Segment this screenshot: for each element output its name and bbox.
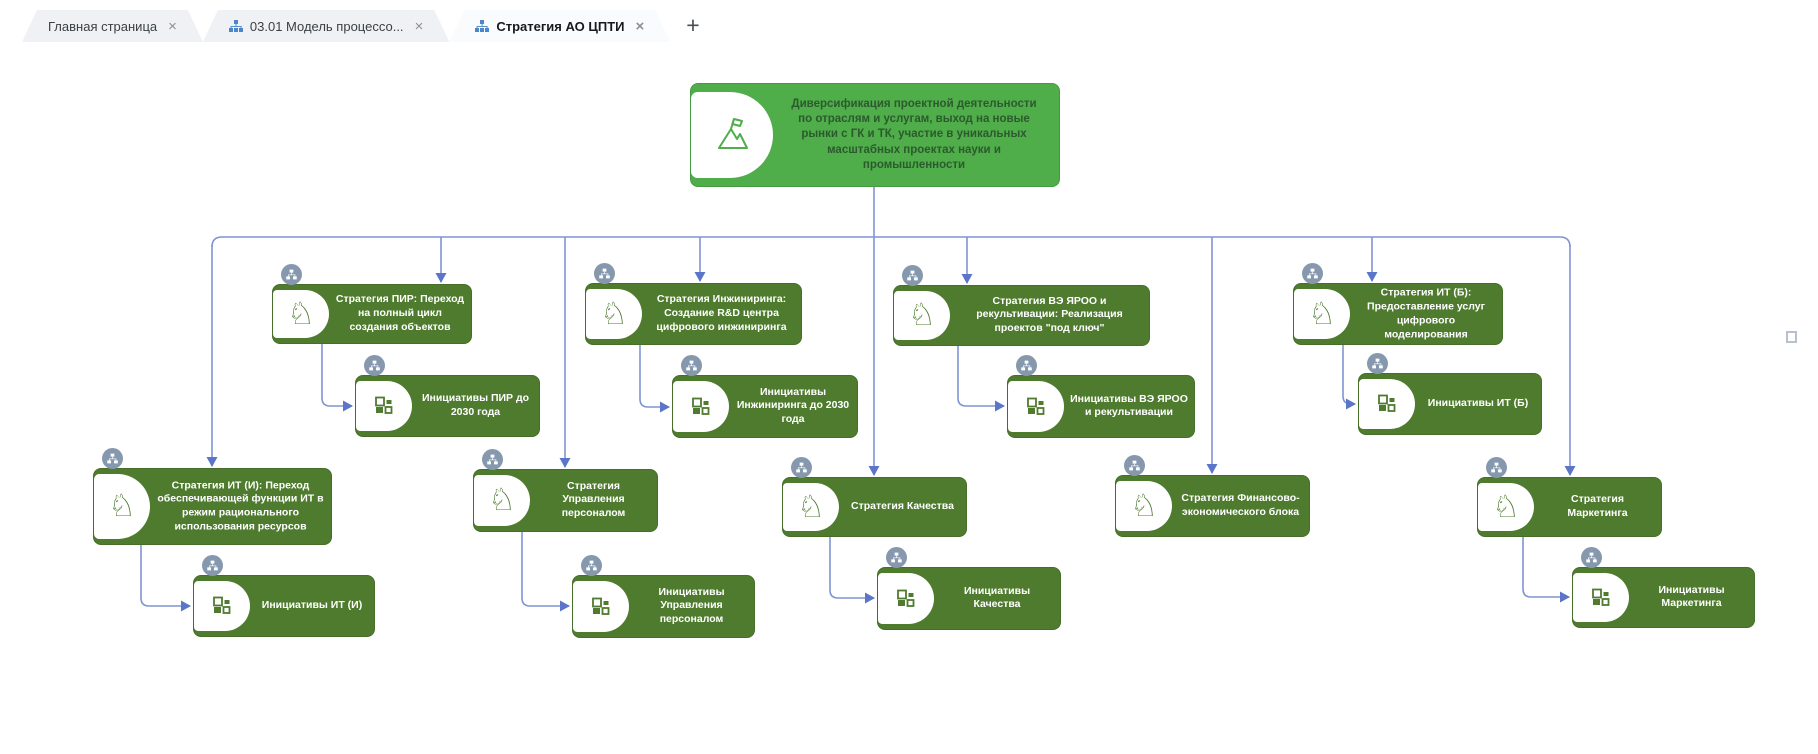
node-initiative-marketing[interactable]: Инициативы Маркетинга (1572, 547, 1755, 628)
node-initiative-hr[interactable]: Инициативы Управления персоналом (572, 555, 755, 638)
subdiagram-badge[interactable] (791, 457, 812, 478)
node-strategy-it-b[interactable]: ♘ Стратегия ИТ (Б): Предоставление услуг… (1293, 263, 1503, 345)
node-label: Стратегия Качества (851, 500, 954, 513)
node-label: Стратегия Финансово-экономического блока (1181, 492, 1300, 518)
chess-knight-icon: ♘ (1116, 481, 1172, 531)
subdiagram-badge[interactable] (581, 555, 602, 576)
node-label: Стратегия ИТ (И): Переход обеспечивающей… (157, 478, 324, 533)
subdiagram-badge[interactable] (482, 449, 503, 470)
chess-knight-icon: ♘ (94, 474, 150, 539)
tab-process-model[interactable]: 03.01 Модель процессо... × (203, 10, 449, 42)
node-label: Стратегия Инжиниринга: Создание R&D цент… (656, 293, 787, 333)
node-goal-diversification[interactable]: Диверсификация проектной деятельности по… (690, 83, 1060, 187)
node-initiative-quality[interactable]: Инициативы Качества (877, 547, 1061, 630)
subdiagram-badge[interactable] (1581, 547, 1602, 568)
org-diagram-icon (229, 20, 243, 33)
node-label: Инициативы Качества (963, 584, 1031, 611)
chess-knight-icon: ♘ (586, 289, 642, 339)
initiative-blocks-icon (356, 381, 412, 431)
node-label: Инициативы ВЭ ЯРОО и рекультивации (1070, 392, 1188, 419)
node-initiative-it-b[interactable]: Инициативы ИТ (Б) (1358, 353, 1542, 435)
initiative-blocks-icon (573, 581, 629, 632)
tab-bar: Главная страница × 03.01 Модель процессо… (0, 0, 1818, 42)
subdiagram-badge[interactable] (681, 355, 702, 376)
node-label: Стратегия Маркетинга (1567, 493, 1628, 519)
node-strategy-finance[interactable]: ♘ Стратегия Финансово-экономического бло… (1115, 455, 1310, 537)
close-icon[interactable]: × (635, 17, 645, 35)
node-label: Стратегия ИТ (Б): Предоставление услуг ц… (1367, 286, 1485, 340)
org-diagram-icon (475, 20, 489, 33)
subdiagram-badge[interactable] (202, 555, 223, 576)
chess-knight-icon: ♘ (273, 290, 329, 338)
node-strategy-marketing[interactable]: ♘ Стратегия Маркетинга (1477, 457, 1662, 537)
subdiagram-badge[interactable] (1124, 455, 1145, 476)
subdiagram-badge[interactable] (102, 448, 123, 469)
node-label: Инициативы ПИР до 2030 года (421, 392, 530, 418)
mountain-flag-icon (691, 92, 773, 178)
tab-home[interactable]: Главная страница × (22, 10, 203, 42)
subdiagram-badge[interactable] (886, 547, 907, 568)
chess-knight-icon: ♘ (1294, 289, 1350, 339)
chess-knight-icon: ♘ (474, 475, 530, 526)
node-strategy-quality[interactable]: ♘ Стратегия Качества (782, 457, 967, 537)
chess-knight-icon: ♘ (894, 291, 950, 340)
node-label: Инициативы Маркетинга (1658, 583, 1725, 610)
close-icon[interactable]: × (168, 17, 177, 35)
node-strategy-ve-yaroo[interactable]: ♘ Стратегия ВЭ ЯРОО и рекультивации: Реа… (893, 265, 1150, 346)
subdiagram-badge[interactable] (1016, 355, 1037, 376)
node-label: Стратегия ПИР: Переход на полный цикл со… (335, 293, 465, 333)
node-initiative-it-i[interactable]: Инициативы ИТ (И) (193, 555, 375, 637)
tab-strategy-active[interactable]: Стратегия АО ЦПТИ × (449, 10, 670, 42)
node-initiative-ve-yaroo[interactable]: Инициативы ВЭ ЯРОО и рекультивации (1007, 355, 1195, 438)
new-tab-button[interactable]: + (686, 12, 700, 38)
clipped-shape-artifact (1786, 331, 1797, 343)
node-label: Стратегия Управления персоналом (561, 479, 626, 520)
node-strategy-it-i[interactable]: ♘ Стратегия ИТ (И): Переход обеспечивающ… (93, 448, 332, 545)
tab-label: 03.01 Модель процессо... (249, 18, 404, 34)
node-label: Диверсификация проектной деятельности по… (791, 98, 1037, 171)
node-initiative-engineering[interactable]: Инициативы Инжиниринга до 2030 года (672, 355, 858, 438)
initiative-blocks-icon (673, 381, 729, 432)
initiative-blocks-icon (1359, 379, 1415, 429)
node-strategy-pir[interactable]: ♘ Стратегия ПИР: Переход на полный цикл … (272, 264, 472, 344)
subdiagram-badge[interactable] (594, 263, 615, 284)
subdiagram-badge[interactable] (281, 264, 302, 285)
chess-knight-icon: ♘ (783, 483, 839, 531)
subdiagram-badge[interactable] (902, 265, 923, 286)
node-label: Стратегия ВЭ ЯРОО и рекультивации: Реали… (976, 294, 1123, 335)
subdiagram-badge[interactable] (1486, 457, 1507, 478)
initiative-blocks-icon (194, 581, 250, 631)
chess-knight-icon: ♘ (1478, 483, 1534, 531)
node-strategy-hr[interactable]: ♘ Стратегия Управления персоналом (473, 449, 658, 532)
initiative-blocks-icon (1008, 381, 1064, 432)
node-label: Инициативы ИТ (И) (261, 599, 363, 612)
close-icon[interactable]: × (414, 17, 424, 35)
node-label: Инициативы Инжиниринга до 2030 года (736, 385, 850, 426)
tab-label: Стратегия АО ЦПТИ (496, 18, 625, 34)
node-initiative-pir[interactable]: Инициативы ПИР до 2030 года (355, 355, 540, 437)
subdiagram-badge[interactable] (1367, 353, 1388, 374)
subdiagram-badge[interactable] (1302, 263, 1323, 284)
subdiagram-badge[interactable] (364, 355, 385, 376)
initiative-blocks-icon (1573, 573, 1629, 622)
node-strategy-engineering[interactable]: ♘ Стратегия Инжиниринга: Создание R&D це… (585, 263, 802, 345)
node-label: Инициативы ИТ (Б) (1427, 397, 1529, 410)
node-label: Инициативы Управления персоналом (658, 585, 725, 626)
initiative-blocks-icon (878, 573, 934, 624)
tab-label: Главная страница (48, 18, 158, 34)
